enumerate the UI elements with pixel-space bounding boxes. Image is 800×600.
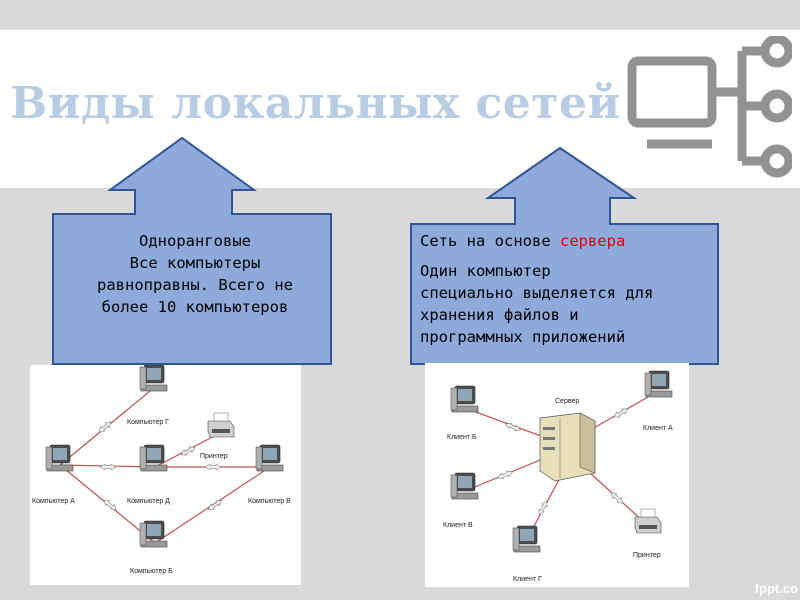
client-v-icon [450, 472, 479, 500]
peer-network-svg: Компьютер Г Компьютер А Компьютер Д Комп… [32, 365, 291, 575]
peer-desc-line-3: более 10 компьютеров [101, 298, 289, 316]
label-computer-d: Компьютер Д [127, 498, 170, 505]
computer-d-icon [139, 444, 168, 472]
peer-desc-line-1: Все компьютеры [129, 254, 261, 272]
title-band [0, 30, 800, 188]
label-printer: Принтер [633, 552, 661, 559]
computer-v-icon [255, 444, 284, 472]
server-desc-line-2: специально выделяется для [420, 284, 654, 302]
server-heading-highlight: сервера [559, 232, 626, 250]
server-network-diagram: Сервер Клиент Б Клиент А Клиент В Клиент… [425, 363, 689, 587]
computer-a-icon [45, 444, 74, 472]
label-computer-a: Компьютер А [32, 498, 75, 505]
server-callout-text: Сеть на основе сервера Один компьютер сп… [420, 230, 715, 348]
server-network-svg: Сервер Клиент Б Клиент А Клиент В Клиент… [443, 370, 673, 583]
server-desc-line-4: программных приложений [420, 328, 626, 346]
label-server: Сервер [555, 398, 579, 405]
printer-icon [634, 508, 662, 534]
server-icon [539, 412, 596, 482]
label-client-a: Клиент А [643, 425, 673, 432]
peer-heading: Одноранговые [139, 232, 251, 250]
printer-icon [207, 412, 235, 438]
computer-g-icon [139, 365, 168, 392]
label-client-b: Клиент Б [447, 434, 477, 441]
watermark: fppt.co [754, 581, 798, 596]
peer-desc-line-2: равноправны. Всего не [97, 276, 293, 294]
network-logo-icon [627, 36, 792, 178]
client-a-icon [644, 370, 673, 398]
label-client-g: Клиент Г [513, 576, 542, 583]
slide-title: Виды локальных сетей [10, 78, 621, 129]
peer-callout-text: Одноранговые Все компьютеры равноправны.… [60, 230, 330, 318]
peer-network-diagram: Компьютер Г Компьютер А Компьютер Д Комп… [30, 365, 301, 585]
computer-b-icon [139, 520, 168, 548]
label-client-v: Клиент В [443, 522, 473, 529]
label-computer-v: Компьютер В [248, 498, 291, 505]
server-desc-line-1: Один компьютер [420, 262, 551, 280]
label-computer-b: Компьютер Б [130, 568, 173, 575]
top-strip [0, 0, 800, 30]
label-printer: Принтер [200, 453, 228, 460]
client-g-icon [512, 525, 541, 553]
label-computer-g: Компьютер Г [127, 419, 169, 426]
client-b-icon [450, 385, 479, 413]
server-desc-line-3: хранения файлов и [420, 306, 579, 324]
server-heading: Сеть на основе сервера [420, 230, 715, 252]
server-heading-prefix: Сеть на основе [420, 232, 560, 250]
